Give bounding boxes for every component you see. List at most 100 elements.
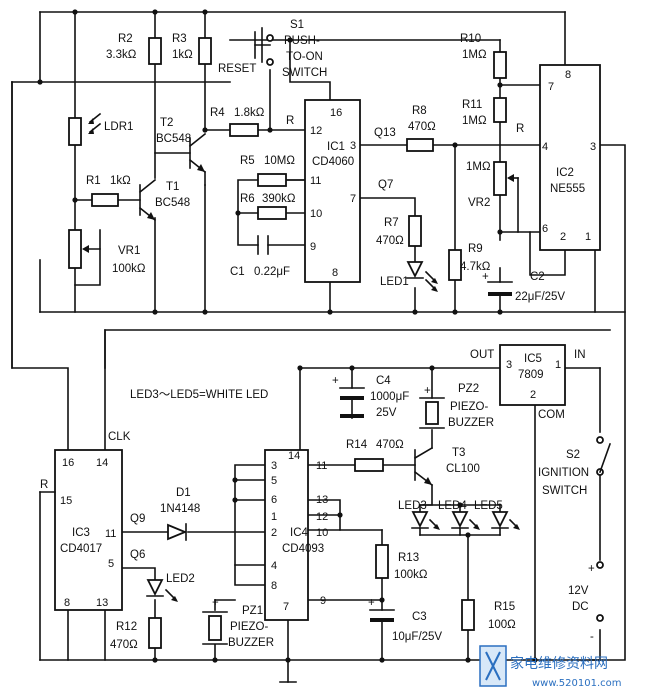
vr2-label: VR2 [468, 197, 490, 209]
r11-label: R11 [462, 99, 482, 111]
ic1-label: IC1 [327, 141, 345, 153]
supply-minus: - [590, 631, 594, 643]
capacitor-c4: + C4 1000μF 25V [332, 375, 409, 419]
ic5-pin: 3 [506, 359, 512, 371]
ic4-pin: 7 [283, 601, 289, 613]
pz2-desc-2: BUZZER [448, 417, 494, 429]
ic3-pin: 13 [96, 597, 108, 609]
ic4-pin: 10 [316, 527, 328, 539]
ic4-pin: 9 [320, 595, 326, 607]
pz1-desc-1: PIEZO- [230, 621, 269, 633]
r7-value: 470Ω [376, 235, 404, 247]
r9-value: 4.7kΩ [460, 261, 491, 273]
resistor-r1: R1 1kΩ [86, 175, 131, 207]
t1-part: BC548 [155, 197, 190, 209]
ldr1-label: LDR1 [104, 121, 133, 133]
resistor-r9: R9 4.7kΩ [448, 243, 491, 281]
r10-value: 1MΩ [462, 49, 487, 61]
r5-value: 10MΩ [264, 155, 295, 167]
r8-value: 470Ω [408, 121, 436, 133]
resistor-r4: R4 1.8kΩ R [210, 107, 294, 137]
c1-value: 0.22μF [254, 266, 290, 278]
buzzer-pz1: + PZ1 PIEZO- BUZZER [202, 597, 274, 649]
ic4-pin: 8 [271, 580, 277, 592]
ic2-pin: 8 [565, 69, 571, 81]
switch-s1: S1 PUSH- TO-ON SWITCH RESET [218, 19, 327, 79]
led5-label: LED5 [474, 500, 503, 512]
ic1-pin: 16 [330, 107, 342, 119]
c3-label: C3 [412, 611, 427, 623]
clk-label: CLK [108, 431, 131, 443]
resistor-r15: R15 100Ω [461, 599, 516, 631]
led-led2: LED2 [146, 573, 195, 602]
ic5-label: IC5 [524, 353, 542, 365]
ic4-pin: 5 [271, 475, 277, 487]
resistor-r11: R11 1MΩ [462, 97, 507, 127]
r15-label: R15 [494, 601, 515, 613]
resistor-r14: R14 470Ω [346, 439, 404, 472]
led1-label: LED1 [380, 276, 409, 288]
led-led4: LED4 [438, 500, 480, 536]
s1-desc-2: TO-ON [286, 51, 323, 63]
led-led3: LED3 [398, 500, 440, 536]
ic2-pin: 1 [585, 231, 591, 243]
r13-label: R13 [398, 552, 419, 564]
led-note: LED3～LED5=WHITE LED [130, 389, 268, 401]
supply-voltage: 12V [568, 585, 589, 597]
r4-value: 1.8kΩ [234, 107, 265, 119]
ic3-pin: 15 [60, 495, 72, 507]
r15-value: 100Ω [488, 619, 516, 631]
pz1-plus: + [212, 597, 219, 609]
q7-label: Q7 [378, 179, 393, 191]
r14-label: R14 [346, 439, 368, 451]
potentiometer-vr1: VR1 100kΩ [68, 229, 146, 286]
c4-value-2: 25V [376, 407, 397, 419]
q13-label: Q13 [374, 127, 396, 139]
ic2-ne555: 7 8 4 3 6 2 1 IC2 NE555 [539, 64, 601, 251]
ic3-pin: 16 [62, 457, 74, 469]
s2-desc-2: SWITCH [542, 485, 587, 497]
c3-value: 10μF/25V [392, 631, 442, 643]
t3-part: CL100 [446, 463, 480, 475]
resistor-r12: R12 470Ω [110, 617, 162, 651]
ic4-cd4093: 3 5 6 1 2 4 8 7 14 11 13 12 10 9 IC4 CD4… [264, 449, 328, 621]
vr1-value: 100kΩ [112, 263, 146, 275]
watermark-text: 家电维修资料网 [510, 655, 608, 672]
c2-plus: + [482, 271, 489, 283]
t3-label: T3 [452, 447, 465, 459]
junction-dots [37, 9, 538, 663]
resistor-r6: R6 390kΩ [240, 193, 296, 220]
d1-label: D1 [176, 487, 191, 499]
resistor-r2: R2 3.3kΩ [106, 33, 162, 65]
switch-s2: S2 IGNITION SWITCH [538, 436, 612, 497]
ic2-pin: 6 [542, 223, 548, 235]
transistor-t2: T2 BC548 [154, 117, 207, 186]
diode-d1: D1 1N4148 [160, 487, 200, 541]
resistor-r5: R5 10MΩ [240, 155, 295, 187]
r13-value: 100kΩ [394, 569, 428, 581]
resistor-r3: R3 1kΩ [172, 33, 212, 65]
ic1-pin: 3 [350, 140, 356, 152]
pz2-desc-1: PIEZO- [450, 401, 489, 413]
ic2-pin: 2 [560, 231, 566, 243]
vr2-value: 1MΩ [466, 161, 491, 173]
transistor-t3: T3 CL100 [413, 446, 480, 487]
led2-label: LED2 [166, 573, 195, 585]
ic4-pin: 2 [271, 527, 277, 539]
capacitor-c3: + C3 10μF/25V [368, 597, 442, 643]
ic3-pin: 11 [105, 528, 116, 540]
resistor-r8: R8 470Ω [406, 105, 436, 152]
s1-desc-3: SWITCH [282, 67, 327, 79]
r6-value: 390kΩ [262, 193, 296, 205]
ic5-out-label: OUT [470, 349, 494, 361]
ic2-label: IC2 [556, 167, 574, 179]
ic3-cd4017: 16 14 15 11 5 8 13 IC3 CD4017 R [39, 449, 123, 611]
ic2-pin: 3 [590, 141, 596, 153]
ic1-pin: 11 [310, 175, 321, 187]
ic5-com-label: COM [538, 409, 565, 421]
reset-label: RESET [218, 63, 256, 75]
ic4-pin: 1 [271, 511, 277, 523]
s2-label: S2 [566, 449, 580, 461]
watermark-logo: 家电维修资料网 www.520101.com [479, 645, 622, 689]
